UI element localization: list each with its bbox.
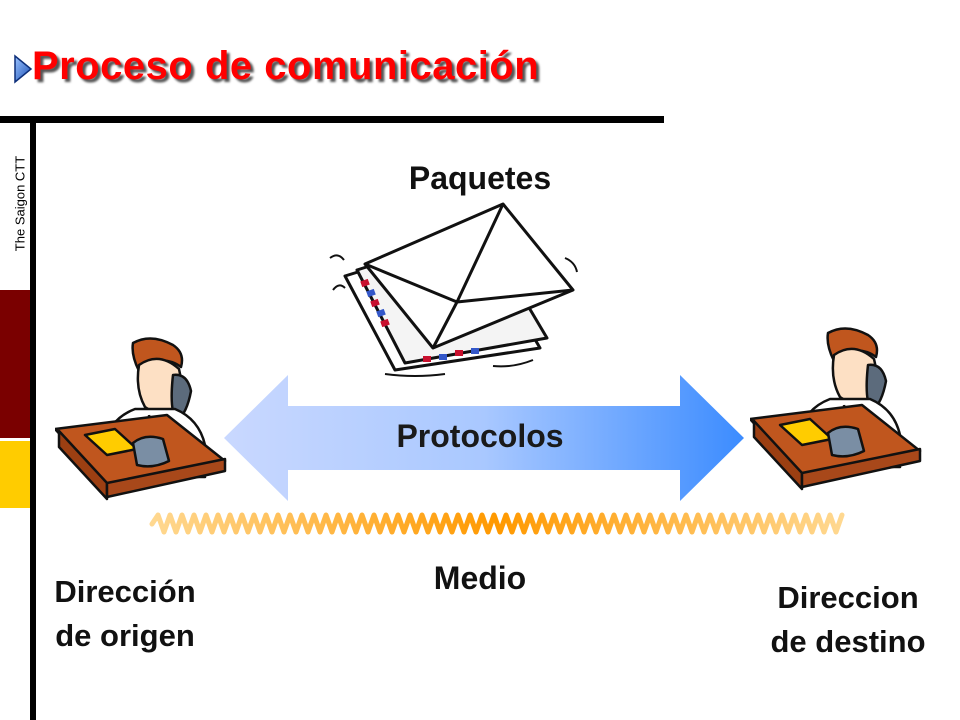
source-address-line1: Dirección	[54, 574, 196, 609]
side-band-dark	[0, 290, 30, 438]
packets-label: Paquetes	[408, 160, 552, 196]
top-divider	[0, 116, 664, 123]
medium-wave-line	[149, 512, 845, 535]
envelopes-clipart	[329, 202, 578, 377]
source-person-clipart	[55, 337, 227, 501]
protocols-label: Protocolos	[396, 418, 564, 454]
side-label: The Saigon CTT	[12, 155, 28, 252]
destination-address-line1: Direccion	[777, 580, 919, 615]
side-band-yellow	[0, 441, 30, 508]
source-address-line2: de origen	[55, 618, 195, 653]
medium-label: Medio	[433, 560, 527, 596]
left-divider	[30, 116, 36, 720]
destination-address-label: Direccion de destino	[738, 576, 958, 664]
slide-title: Proceso de comunicación	[32, 44, 540, 88]
destination-address-line2: de destino	[770, 624, 926, 659]
protocols-double-arrow	[224, 375, 744, 501]
destination-person-clipart	[750, 327, 922, 491]
source-address-label: Dirección de origen	[20, 570, 230, 658]
bullet-arrow-icon	[14, 54, 33, 84]
